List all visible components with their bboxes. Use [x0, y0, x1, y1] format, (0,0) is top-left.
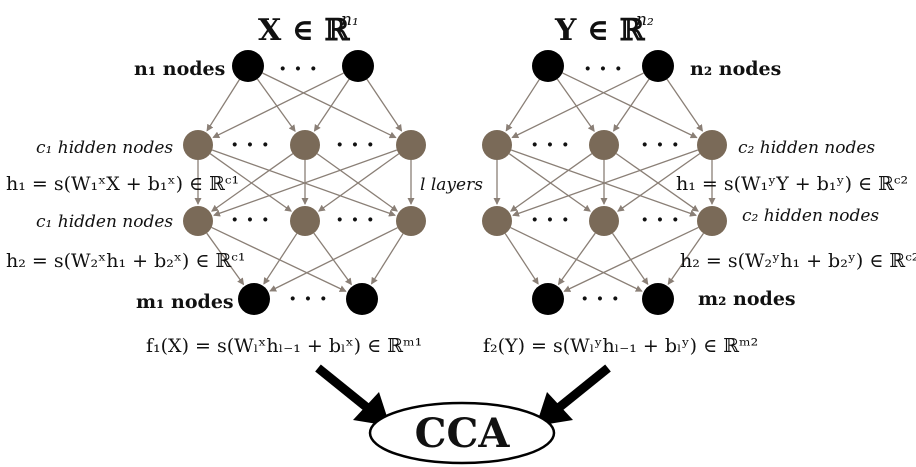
left-edge-in1-h11	[313, 78, 350, 132]
right-h1-node-0	[482, 130, 512, 160]
right-input-node-1	[642, 50, 674, 82]
left-edge-in1-h10	[212, 72, 344, 139]
left-edge-h21-out0	[263, 233, 298, 285]
right-edge-h12-h20	[512, 149, 699, 217]
right-eq-h2: h₂ = s(W₂ʸh₁ + b₂ʸ) ∈ ℝᶜ²	[680, 250, 916, 272]
right-eq-h1: h₁ = s(W₁ʸY + b₁ʸ) ∈ ℝᶜ²	[676, 173, 908, 195]
right-hidden2-ellipsis-b: · · ·	[641, 207, 679, 233]
right-h1-node-2	[697, 130, 727, 160]
right-title-superscript: n₂	[636, 10, 654, 30]
right-edge-h12-h21	[617, 153, 701, 212]
left-edge-h22-out1	[371, 233, 404, 285]
right-edge-in1-h12	[666, 78, 703, 132]
right-edge-in0-h10	[505, 79, 540, 132]
left-h2-node-2	[396, 206, 426, 236]
left-eq-h2: h₂ = s(W₂ˣh₁ + b₂ˣ) ∈ ℝᶜ¹	[6, 250, 245, 272]
right-output-node-1	[642, 283, 674, 315]
left-edge-h12-h21	[318, 153, 400, 212]
left-edge-h11-h22	[316, 153, 398, 212]
left-input-node-1	[342, 50, 374, 82]
left-hidden-label-1: c₁ hidden nodes	[36, 138, 173, 158]
right-output-label: m₂ nodes	[698, 288, 796, 310]
left-title-superscript: n₁	[341, 10, 359, 30]
left-hidden-label-2: c₁ hidden nodes	[36, 212, 173, 232]
left-output-node-1	[346, 283, 378, 315]
left-eq-h1: h₁ = s(W₁ˣX + b₁ˣ) ∈ ℝᶜ¹	[6, 173, 239, 195]
cca-ellipse	[368, 401, 556, 465]
right-input-node-0	[532, 50, 564, 82]
right-title: Y ∈ ℝ	[554, 13, 646, 48]
left-edge-in0-h12	[262, 72, 397, 139]
left-input-node-0	[232, 50, 264, 82]
right-hidden1-ellipsis-b: · · ·	[641, 132, 679, 158]
left-edge-h22-out0	[269, 227, 398, 292]
left-edge-h12-h20	[213, 149, 398, 217]
left-edge-in0-h10	[206, 79, 240, 132]
right-edge-in1-h10	[511, 72, 644, 139]
left-hidden1-ellipsis-a: · · ·	[231, 132, 269, 158]
left-input-ellipsis: · · ·	[279, 56, 317, 82]
right-h2-node-1	[589, 206, 619, 236]
right-edge-h22-out1	[667, 232, 704, 286]
left-output-node-0	[238, 283, 270, 315]
right-edge-h10-h21	[508, 153, 591, 212]
right-output-ellipsis: · · ·	[581, 286, 619, 312]
left-h2-node-1	[290, 206, 320, 236]
left-edge-h20-out0	[206, 232, 245, 286]
left-h1-node-2	[396, 130, 426, 160]
right-eq-f: f₂(Y) = s(Wₗʸhₗ₋₁ + bₗʸ) ∈ ℝᵐ²	[483, 335, 758, 357]
left-output-label: m₁ nodes	[136, 291, 234, 313]
left-h2-node-0	[183, 206, 213, 236]
left-output-ellipsis: · · ·	[289, 286, 327, 312]
right-hidden-label-1: c₂ hidden nodes	[738, 138, 875, 158]
left-hidden2-ellipsis-b: · · ·	[336, 207, 374, 233]
right-input-ellipsis: · · ·	[584, 56, 622, 82]
right-edge-h11-h20	[510, 153, 593, 212]
left-h1-node-1	[290, 130, 320, 160]
right-input-label: n₂ nodes	[690, 58, 781, 80]
right-h2-node-0	[482, 206, 512, 236]
left-edge-h20-out1	[211, 226, 347, 292]
right-output-node-0	[532, 283, 564, 315]
left-edge-h10-h21	[209, 153, 292, 212]
right-edge-in1-h11	[613, 78, 650, 132]
cca-label: CCA	[415, 410, 511, 457]
right-hidden-label-2: c₂ hidden nodes	[742, 206, 879, 226]
right-edge-h21-out0	[557, 232, 596, 286]
left-title: X ∈ ℝ	[258, 13, 350, 48]
left-edge-h21-out1	[313, 232, 352, 286]
right-edge-h22-out0	[563, 226, 699, 292]
right-hidden2-ellipsis-a: · · ·	[531, 207, 569, 233]
right-h1-node-1	[589, 130, 619, 160]
right-big-arrow	[536, 364, 611, 426]
right-edge-in0-h11	[556, 78, 595, 132]
left-edge-in1-h12	[366, 78, 403, 132]
right-h2-node-2	[697, 206, 727, 236]
right-edge-h21-out1	[612, 232, 649, 286]
left-eq-f: f₁(X) = s(Wₗˣhₗ₋₁ + bₗˣ) ∈ ℝᵐ¹	[146, 335, 422, 357]
left-hidden2-ellipsis-a: · · ·	[231, 207, 269, 233]
left-layers-label: l layers	[420, 175, 483, 195]
left-input-label: n₁ nodes	[134, 58, 225, 80]
right-edge-h20-out0	[504, 233, 539, 285]
right-hidden1-ellipsis-a: · · ·	[531, 132, 569, 158]
left-edge-h11-h20	[211, 153, 294, 212]
left-big-arrow	[315, 364, 390, 426]
left-edge-in0-h11	[256, 78, 296, 133]
nodes-layer	[183, 50, 727, 315]
left-h1-node-0	[183, 130, 213, 160]
right-edge-h11-h22	[615, 153, 699, 212]
right-edge-in0-h12	[562, 72, 698, 139]
left-hidden1-ellipsis-b: · · ·	[336, 132, 374, 158]
edges-layer	[194, 72, 716, 292]
